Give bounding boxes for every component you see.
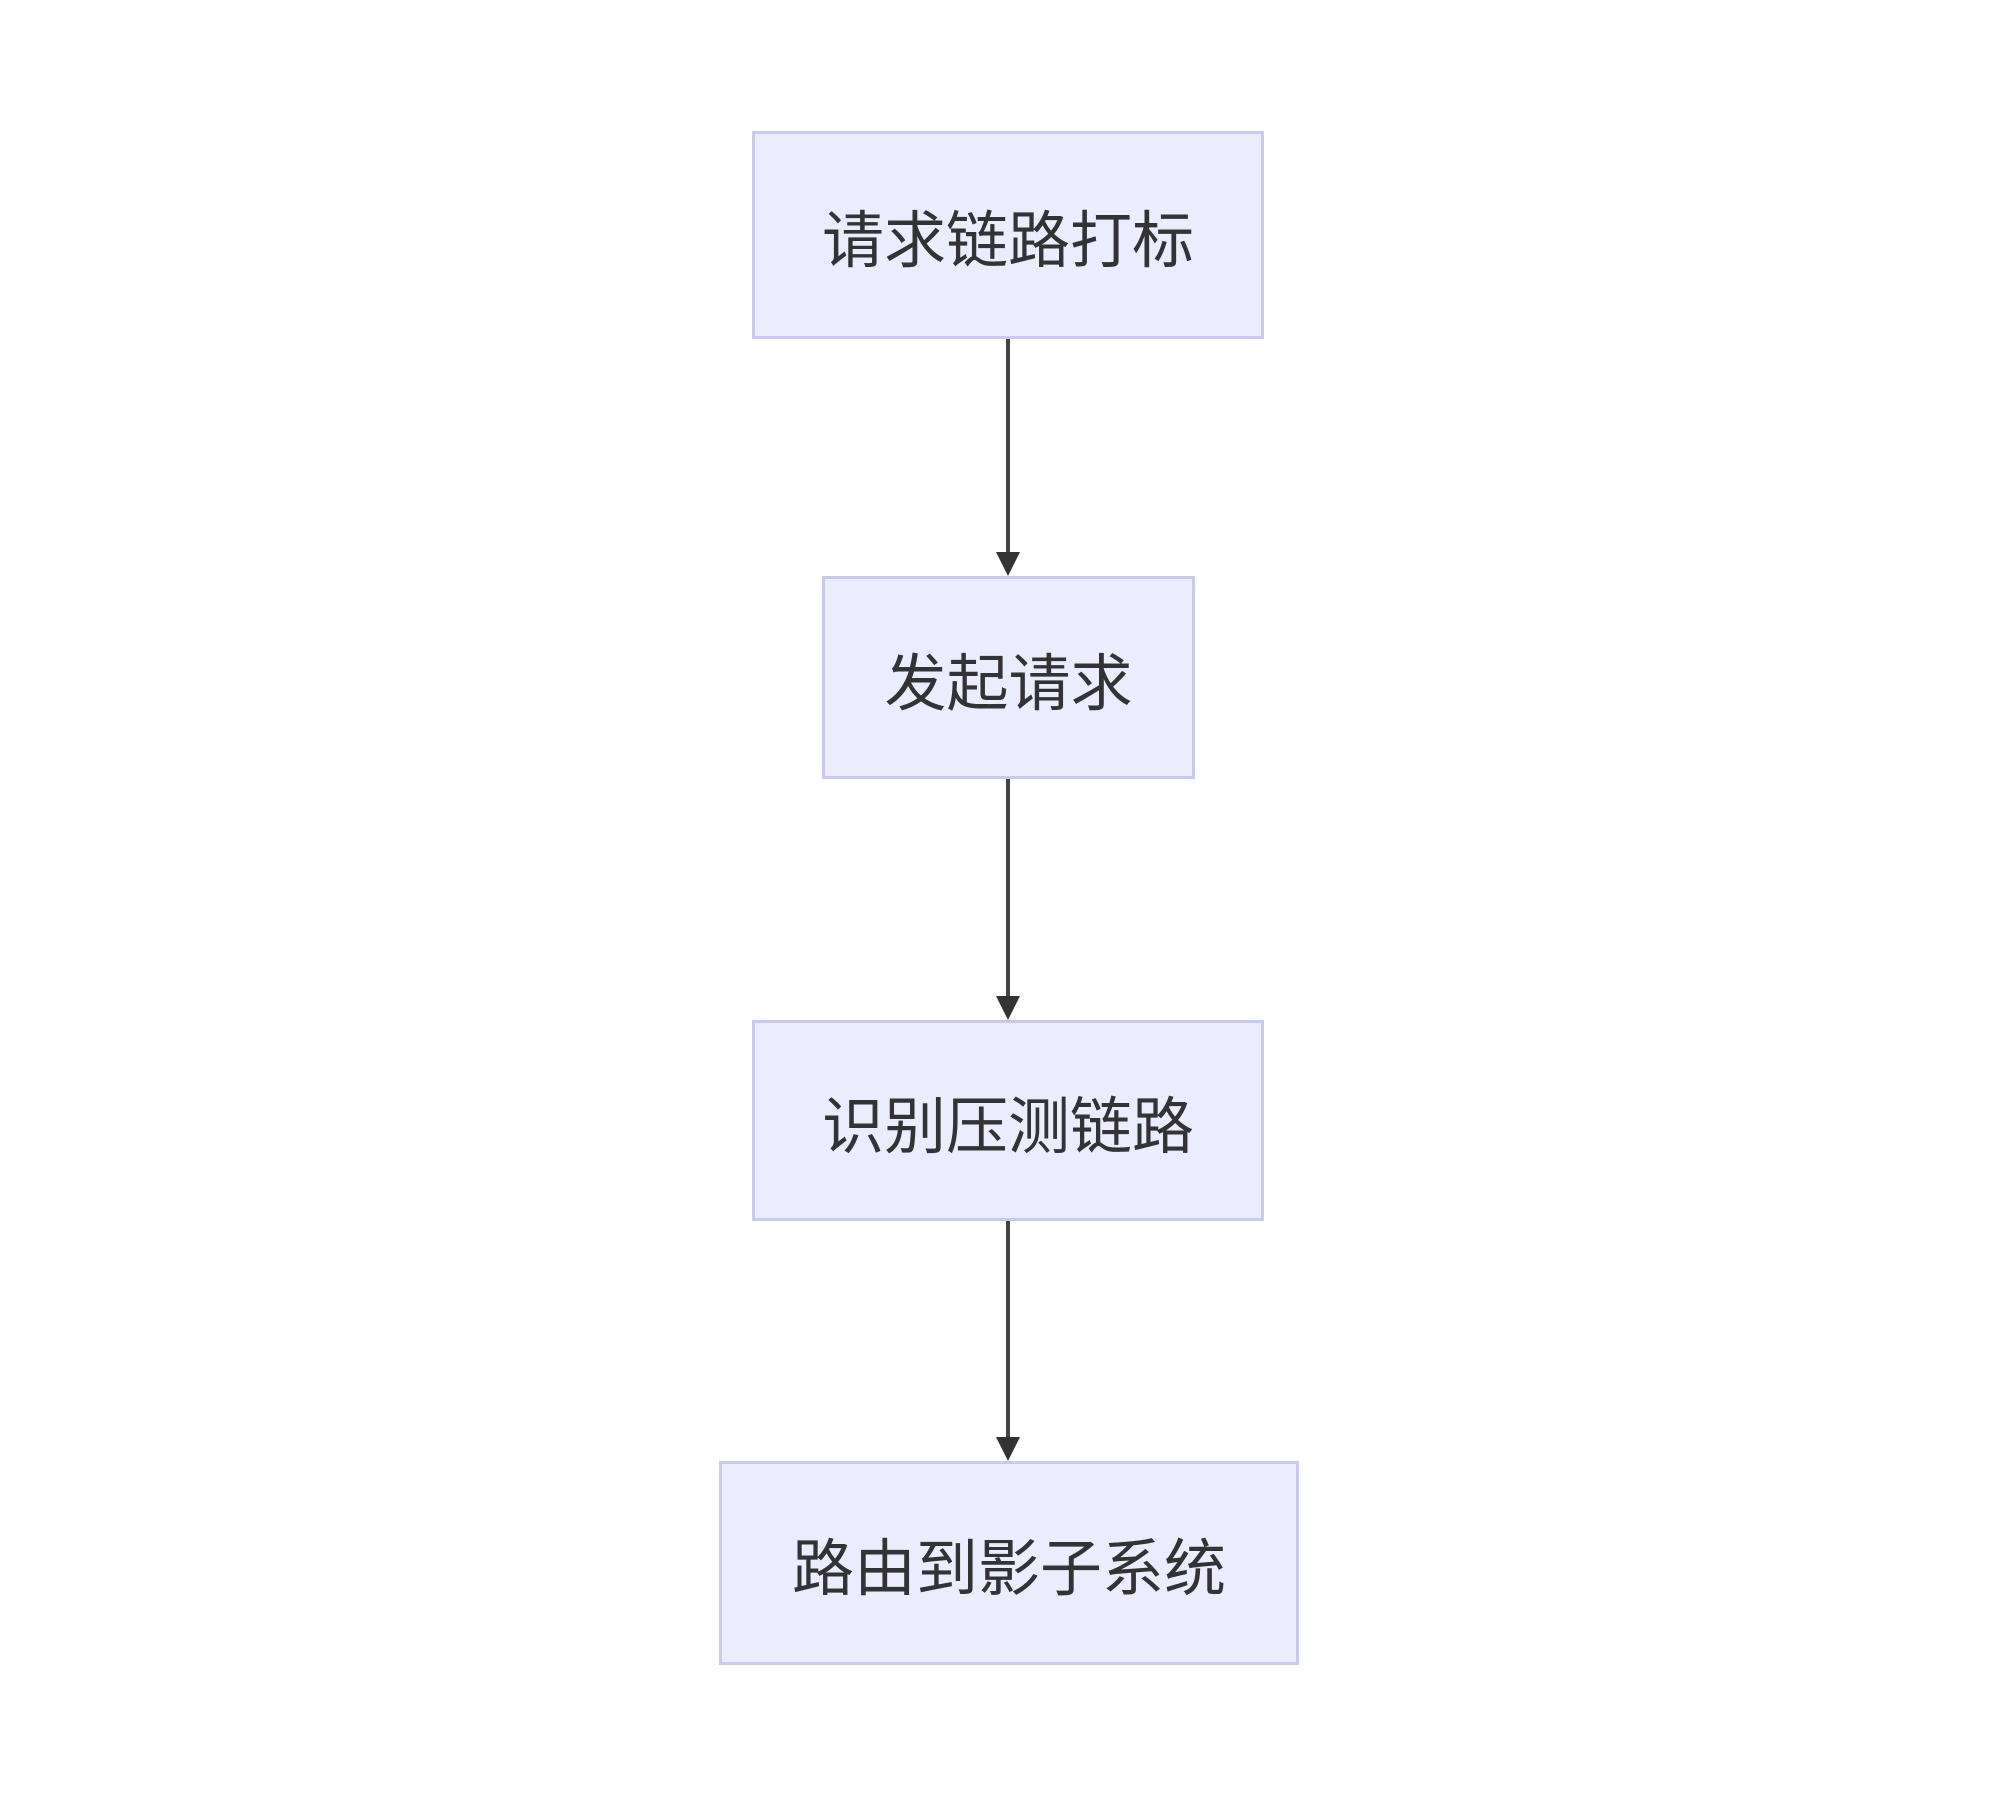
node-label: 请求链路打标 bbox=[821, 204, 1194, 277]
edge-2-to-3 bbox=[996, 779, 1020, 1020]
arrowhead-icon bbox=[996, 552, 1020, 576]
node-label: 路由到影子系统 bbox=[791, 1532, 1226, 1605]
node-request-link-tagging[interactable]: 请求链路打标 bbox=[752, 131, 1264, 339]
node-label: 识别压测链路 bbox=[821, 1089, 1194, 1163]
edge-1-to-2 bbox=[996, 339, 1020, 576]
node-send-request[interactable]: 发起请求 bbox=[822, 576, 1195, 779]
arrowhead-icon bbox=[996, 996, 1020, 1020]
edge-3-to-4 bbox=[996, 1221, 1020, 1461]
arrowhead-icon bbox=[996, 1437, 1020, 1461]
node-identify-stress-test-link[interactable]: 识别压测链路 bbox=[752, 1020, 1264, 1221]
node-route-to-shadow-system[interactable]: 路由到影子系统 bbox=[719, 1461, 1299, 1665]
node-label: 发起请求 bbox=[884, 646, 1133, 720]
